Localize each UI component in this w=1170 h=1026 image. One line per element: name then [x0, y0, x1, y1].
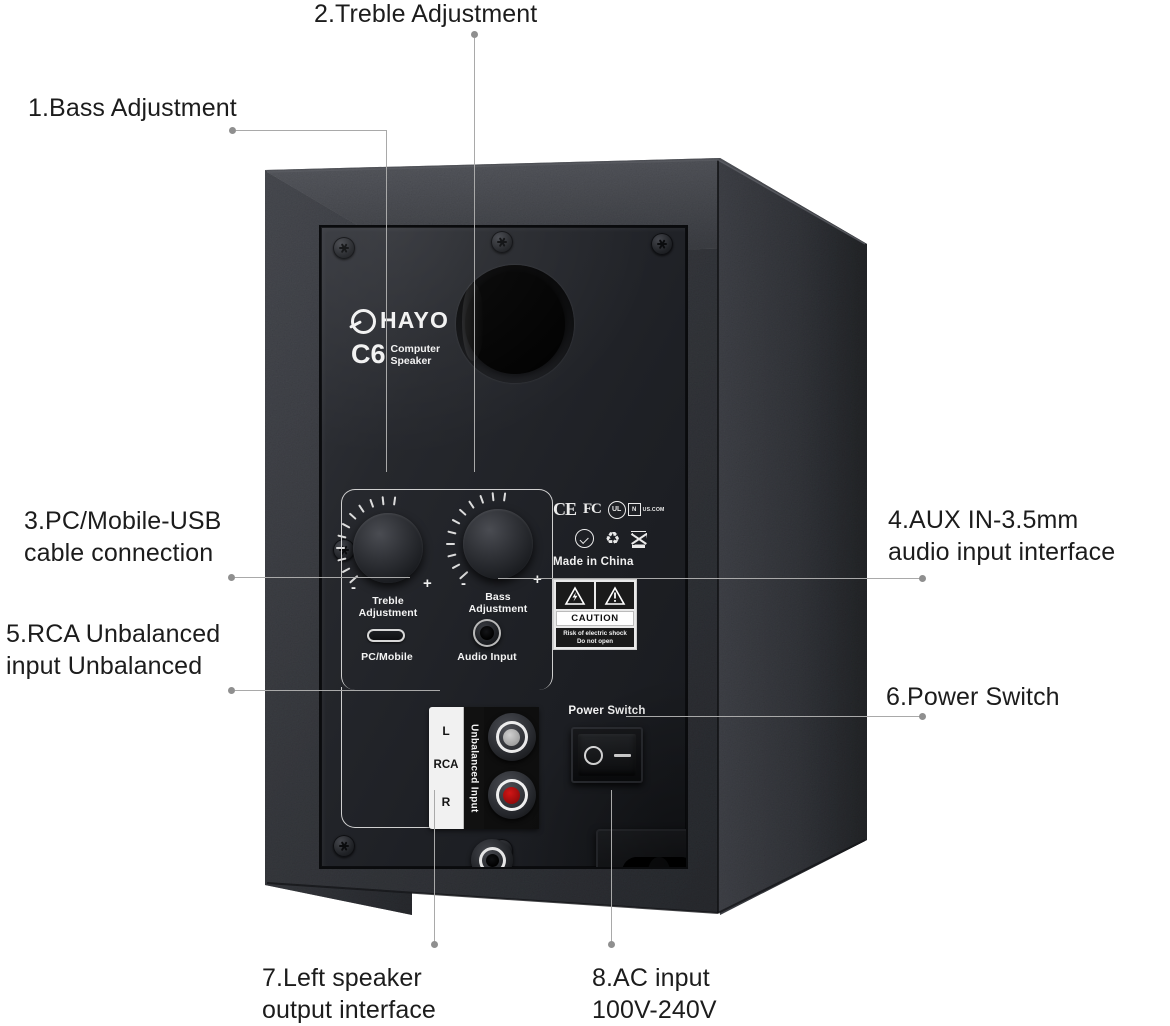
leader-line-1b [386, 130, 387, 472]
usb-c-port-label: PC/Mobile [361, 651, 413, 663]
figure-8-connector-icon [622, 857, 686, 867]
check-circle-icon [575, 529, 594, 548]
left-speaker-output-jack[interactable] [471, 839, 513, 867]
callout-2-treble-adjustment: 2.Treble Adjustment [314, 0, 538, 28]
model-subtitle: Computer Speaker [390, 343, 441, 367]
caution-heading: CAUTION [556, 611, 634, 626]
leader-dot-2 [471, 31, 478, 38]
leader-dot-3 [228, 574, 235, 581]
panel-screw [333, 539, 355, 561]
rca-right-label: R [441, 795, 451, 809]
caution-text: Risk of electric shock Do not open [556, 628, 634, 648]
bass-minus-sign: - [461, 575, 466, 592]
rca-channel-labels: L RCA R [429, 707, 464, 829]
panel-screw [651, 233, 673, 255]
control-group-outline [341, 489, 553, 690]
rca-jack-left-white[interactable] [487, 713, 536, 761]
leader-line-5 [235, 690, 440, 691]
aux-jack-label: Audio Input [457, 651, 517, 663]
bass-reflex-port [456, 265, 574, 383]
callout-7-left-speaker-output: 7.Left speaker output interface [262, 964, 436, 1024]
speaker-product-image: HAYO C6 Computer Speaker CE FC [255, 140, 880, 915]
callout-8-ac-input: 8.AC input 100V-240V [592, 964, 717, 1024]
leader-line-2 [474, 38, 475, 472]
weee-crossed-bin-icon [631, 530, 648, 548]
bass-knob[interactable] [463, 509, 533, 579]
power-switch-label: Power Switch [568, 705, 646, 717]
panel-screw [333, 835, 355, 857]
brand-name: HAYO [380, 307, 450, 333]
treble-knob[interactable] [353, 513, 423, 583]
model-block: C6 Computer Speaker [351, 339, 449, 369]
treble-plus-sign: + [423, 575, 432, 592]
leader-line-6 [626, 716, 922, 717]
bass-plus-sign: + [533, 571, 542, 588]
warning-triangle-icon [596, 582, 634, 609]
bass-knob-label: Bass Adjustment [468, 591, 528, 615]
amplifier-back-plate: HAYO C6 Computer Speaker CE FC [321, 227, 686, 867]
callout-6-power-switch: 6.Power Switch [886, 683, 1060, 711]
leader-line-8 [611, 790, 612, 944]
panel-screw [333, 237, 355, 259]
leader-line-3 [235, 577, 410, 578]
certification-marks: CE FC UL N US.COM ♻ Made in [553, 499, 673, 568]
ac-power-inlet[interactable] [596, 829, 686, 867]
recycle-icon: ♻ [605, 529, 621, 548]
rca-center-label: RCA [433, 759, 459, 771]
rca-left-label: L [442, 724, 450, 738]
model-number: C6 [351, 339, 386, 369]
brand-logo: HAYO [351, 307, 449, 334]
fcc-mark-icon: FC [583, 501, 602, 517]
panel-screw [491, 231, 513, 253]
power-switch[interactable] [571, 727, 643, 783]
treble-knob-label: Treble Adjustment [358, 595, 418, 619]
leader-dot-5 [228, 687, 235, 694]
caution-label: CAUTION Risk of electric shock Do not op… [553, 579, 637, 651]
leader-line-7 [434, 790, 435, 944]
hayo-orbit-icon [351, 309, 376, 334]
ce-mark-icon: CE [553, 499, 577, 519]
brand-block: HAYO C6 Computer Speaker [351, 307, 449, 368]
treble-minus-sign: - [351, 579, 356, 596]
io-group-outline [341, 687, 430, 828]
callout-4-aux-in: 4.AUX IN-3.5mm audio input interface [888, 506, 1116, 566]
electric-shock-triangle-icon [556, 582, 594, 609]
leader-line-4 [498, 578, 922, 579]
callout-1-bass-adjustment: 1.Bass Adjustment [28, 94, 237, 122]
rca-jack-right-red[interactable] [487, 771, 536, 819]
power-on-symbol-icon [613, 753, 631, 757]
usb-c-port[interactable] [367, 629, 405, 642]
leader-line-1 [236, 130, 386, 131]
rca-vertical-label-strip: Unbalanced Input [464, 707, 484, 829]
aux-3-5mm-jack[interactable] [473, 619, 501, 647]
made-in-label: Made in China [553, 556, 634, 568]
rca-unbalanced-input-block[interactable]: L RCA R Unbalanced Input [429, 707, 539, 829]
callout-3-pc-mobile-usb: 3.PC/Mobile-USB cable connection [24, 507, 222, 567]
leader-dot-6 [919, 713, 926, 720]
rca-jack-area [484, 707, 539, 829]
callout-5-rca-unbalanced-input: 5.RCA Unbalanced input Unbalanced [6, 620, 221, 680]
ul-mark-icon: UL N US.COM [607, 500, 665, 519]
cert-row-1: CE FC UL N US.COM [553, 499, 673, 520]
leader-dot-1 [229, 127, 236, 134]
caution-symbols [556, 582, 634, 609]
rca-vertical-label: Unbalanced Input [468, 723, 480, 813]
power-switch-rocker[interactable] [578, 734, 636, 776]
power-off-symbol-icon [583, 745, 603, 765]
leader-dot-8 [608, 941, 615, 948]
leader-dot-7 [431, 941, 438, 948]
cert-row-2: ♻ [575, 529, 673, 548]
leader-dot-4 [919, 575, 926, 582]
